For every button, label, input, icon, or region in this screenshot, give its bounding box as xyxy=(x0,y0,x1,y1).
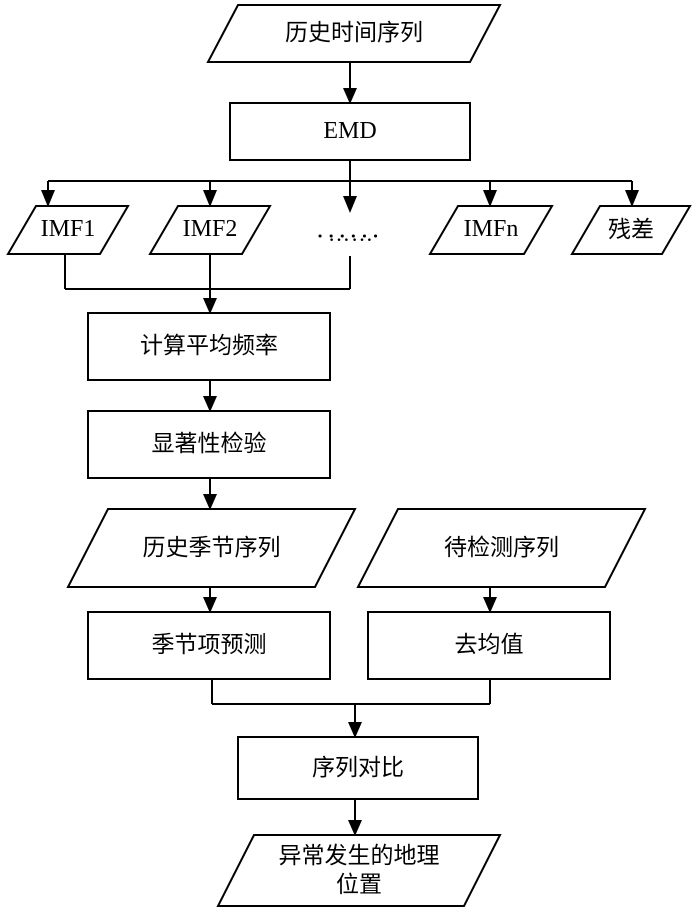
edge-imf-merge-to-mean-frequency xyxy=(203,254,217,314)
node-imf2-shape[interactable] xyxy=(148,205,272,255)
edge-mean-frequency-to-significance-test xyxy=(203,380,217,412)
node-demean-shape[interactable] xyxy=(367,611,611,680)
node-significance-test-shape[interactable] xyxy=(87,410,331,479)
edge-series-to-detect-to-demean xyxy=(483,587,497,613)
edge-significance-test-to-historical-seasonal-series xyxy=(203,478,217,510)
node-anomaly-location-shape[interactable] xyxy=(216,834,502,907)
node-historical-seasonal-series-shape[interactable] xyxy=(66,508,357,588)
node-historical-time-series-shape[interactable] xyxy=(206,4,502,63)
node-series-comparison-shape[interactable] xyxy=(237,736,479,800)
edge-bus-to-imf1 xyxy=(41,181,55,207)
edge-emd-to-imf-bus xyxy=(48,160,632,182)
edge-bus-to-ellipsis xyxy=(343,181,357,213)
edge-bus-to-residual xyxy=(625,181,639,207)
edge-series-comparison-to-anomaly-location xyxy=(348,799,362,836)
edge-historical-seasonal-series-to-seasonal-forecast xyxy=(203,587,217,613)
node-emd-shape[interactable] xyxy=(229,102,471,161)
edge-historical-time-series-to-emd xyxy=(343,62,357,104)
node-imfn-shape[interactable] xyxy=(428,205,554,255)
edge-bus-to-imf2 xyxy=(203,181,217,207)
node-series-to-detect-shape[interactable] xyxy=(356,508,647,588)
edge-merge-to-series-comparison xyxy=(211,679,491,738)
node-seasonal-forecast-shape[interactable] xyxy=(87,611,331,680)
node-residual-shape[interactable] xyxy=(570,205,692,255)
node-mean-frequency-shape[interactable] xyxy=(87,312,331,381)
node-imf1-shape[interactable] xyxy=(6,205,130,255)
edge-bus-to-imfn xyxy=(483,181,497,207)
